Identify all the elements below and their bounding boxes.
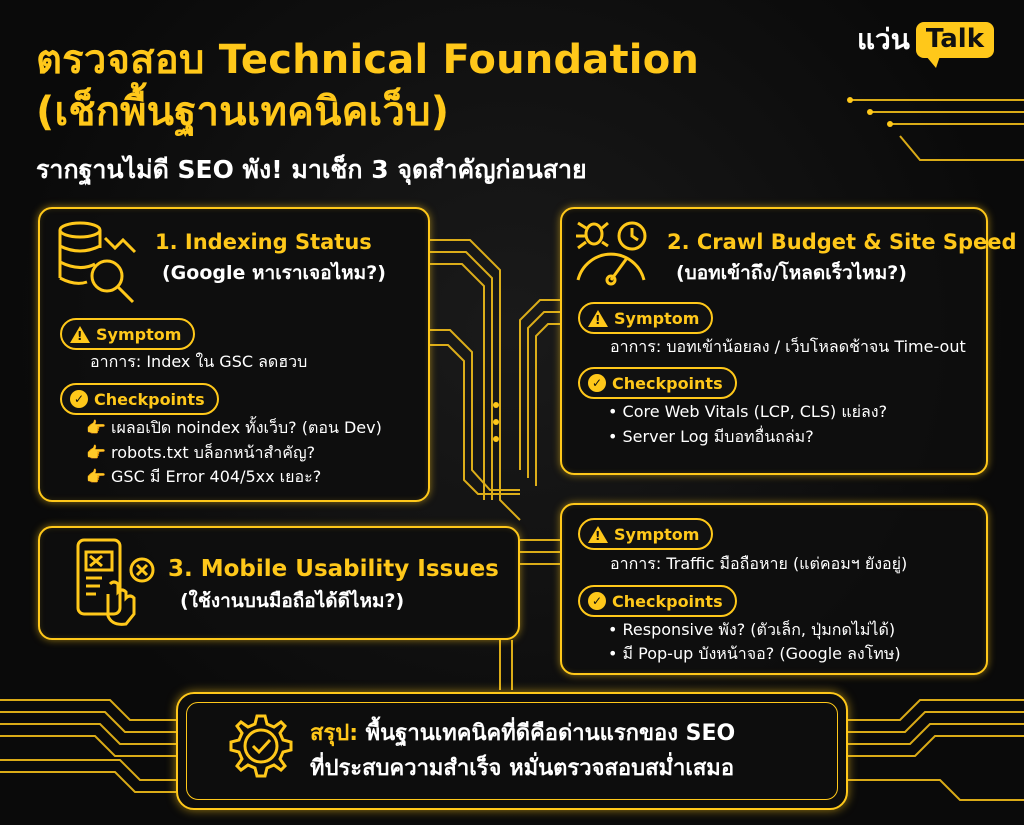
brand-logo: แว่น Talk [856, 18, 994, 68]
card1-checkpoint-item: 👉 เผลอเปิด noindex ทั้งเว็บ? (ตอน Dev) [86, 418, 382, 437]
summary-inner-border [186, 702, 838, 800]
database-search-icon [58, 221, 137, 304]
card3-title: 3. Mobile Usability Issues [168, 556, 499, 582]
card1-symptom-badge: ! Symptom [60, 318, 196, 350]
mobile-error-icon [76, 538, 155, 626]
page-subtitle: รากฐานไม่ดี SEO พัง! มาเช็ก 3 จุดสำคัญก่… [36, 155, 587, 184]
card2-symptom-text: อาการ: บอทเข้าน้อยลง / เว็บโหลดช้าจน Tim… [610, 337, 966, 356]
brand-name-part2: Talk [915, 22, 994, 68]
card-crawl-budget-site-speed [560, 207, 988, 475]
card1-checkpoints-label: Checkpoints [94, 389, 205, 409]
title-line-1: ตรวจสอบ Technical Foundation [36, 37, 700, 83]
warning-icon: ! [588, 309, 608, 327]
warning-icon: ! [588, 525, 608, 543]
card2-checkpoint-item: • Core Web Vitals (LCP, CLS) แย่ลง? [608, 402, 888, 421]
card2-checkpoints-label: Checkpoints [612, 373, 723, 393]
speedometer-bug-icon [576, 221, 647, 286]
card1-subtitle: (Google หาเราเจอไหม?) [162, 262, 386, 284]
summary-text-1: พื้นฐานเทคนิคที่ดีคือด่านแรกของ SEO [358, 721, 736, 746]
card2-title: 2. Crawl Budget & Site Speed [667, 230, 1017, 254]
card1-checkpoints-badge: ✓ Checkpoints [60, 383, 219, 415]
summary-label: สรุป: [310, 721, 359, 746]
card1-symptom-label: Symptom [96, 324, 182, 344]
card4-symptom-text: อาการ: Traffic มือถือหาย (แต่คอมฯ ยังอยู… [610, 554, 908, 573]
card2-checkpoints-badge: ✓ Checkpoints [578, 367, 737, 399]
card1-symptom-text: อาการ: Index ใน GSC ลดฮวบ [90, 352, 308, 371]
card4-symptom-badge: ! Symptom [578, 518, 714, 550]
brand-name-part1: แว่น [856, 23, 910, 56]
card2-symptom-label: Symptom [614, 308, 700, 328]
card4-checkpoint-item: • Responsive พัง? (ตัวเล็ก, ปุ่มกดไม่ได้… [608, 620, 896, 639]
summary-line-2: ที่ประสบความสำเร็จ หมั่นตรวจสอบสม่ำเสมอ [310, 756, 735, 781]
check-circle-icon: ✓ [70, 390, 88, 408]
card1-title: 1. Indexing Status [155, 230, 372, 254]
card4-checkpoints-label: Checkpoints [612, 591, 723, 611]
card1-checkpoint-item: 👉 robots.txt บล็อกหน้าสำคัญ? [86, 443, 316, 462]
check-circle-icon: ✓ [588, 374, 606, 392]
card-indexing-status [38, 207, 430, 502]
card4-symptom-label: Symptom [614, 524, 700, 544]
summary-line-1: สรุป: พื้นฐานเทคนิคที่ดีคือด่านแรกของ SE… [310, 715, 735, 750]
page-title: ตรวจสอบ Technical Foundation (เช็กพื้นฐา… [36, 34, 699, 138]
check-circle-icon: ✓ [588, 592, 606, 610]
card3-subtitle: (ใช้งานบนมือถือได้ดีไหม?) [180, 590, 405, 612]
title-line-2: (เช็กพื้นฐานเทคนิคเว็บ) [36, 89, 450, 135]
card4-checkpoints-badge: ✓ Checkpoints [578, 585, 737, 617]
card2-subtitle: (บอทเข้าถึง/โหลดเร็วไหม?) [676, 262, 907, 284]
gear-check-icon [229, 714, 293, 778]
card2-symptom-badge: ! Symptom [578, 302, 714, 334]
card1-checkpoint-item: 👉 GSC มี Error 404/5xx เยอะ? [86, 467, 322, 486]
warning-icon: ! [70, 325, 90, 343]
card4-checkpoint-item: • มี Pop-up บังหน้าจอ? (Google ลงโทษ) [608, 644, 901, 663]
card2-checkpoint-item: • Server Log มีบอทอื่นถล่ม? [608, 427, 814, 446]
